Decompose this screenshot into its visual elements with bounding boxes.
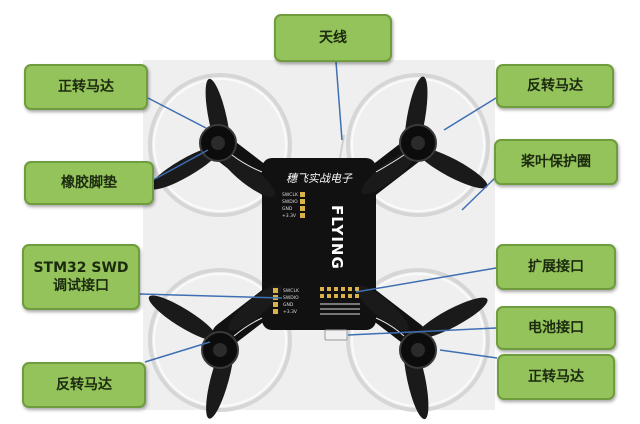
motors [199,124,437,369]
callout-expansion-interface: 扩展接口 [496,244,616,290]
flying-logo: FLYING [328,205,346,270]
callout-battery-interface: 电池接口 [496,306,616,350]
svg-text:GND: GND [282,206,293,212]
callout-motor-rear-right: 正转马达 [497,354,615,400]
callout-antenna: 天线 [274,14,392,62]
svg-text:GND: GND [283,302,294,308]
leader-rubber-foot-pad [152,149,209,181]
leader-motor-rear-right [439,349,498,359]
callout-rubber-foot-pad: 橡胶脚垫 [24,161,154,205]
brand-script: 穗飞实战电子 [286,172,353,185]
leader-lines [139,61,498,363]
callout-motor-front-left: 正转马达 [24,64,148,110]
expansion-header [320,287,359,298]
propeller-guards [148,73,490,412]
leader-motor-rear-left [144,341,211,363]
svg-text:+3.3V: +3.3V [283,309,298,315]
leader-motor-front-left [147,97,207,129]
motor-wires [231,154,405,337]
expansion-pin-legend [320,303,360,315]
svg-text:SWCLK: SWCLK [282,192,299,198]
flight-controller-board [262,158,376,330]
swd-header-top [300,192,305,218]
leader-swd-interface [139,293,283,299]
leader-motor-front-right [443,97,497,131]
guard-rear-left [148,268,292,412]
leader-antenna [335,61,343,141]
callout-propeller-guard: 桨叶保护圈 [494,139,618,185]
callout-swd-interface: STM32 SWD 调试接口 [22,244,140,310]
leader-battery-interface [347,327,497,336]
swd-pin-labels-top: SWCLK SWDIO GND +3.3V [282,192,299,219]
swd-pin-labels-bottom: SWCLK SWDIO GND +3.3V [283,288,300,315]
callout-motor-rear-left: 反转马达 [22,362,146,408]
guard-front-right [346,73,490,217]
svg-text:+3.3V: +3.3V [282,213,297,219]
svg-text:SWDIO: SWDIO [283,295,299,301]
callout-motor-front-right: 反转马达 [496,64,614,108]
leader-expansion-interface [355,267,497,293]
antenna [339,134,345,159]
battery-connector [324,329,348,341]
guard-front-left [148,73,292,217]
leader-propeller-guard [461,177,496,211]
svg-text:SWCLK: SWCLK [283,288,300,294]
svg-text:SWDIO: SWDIO [282,199,298,205]
